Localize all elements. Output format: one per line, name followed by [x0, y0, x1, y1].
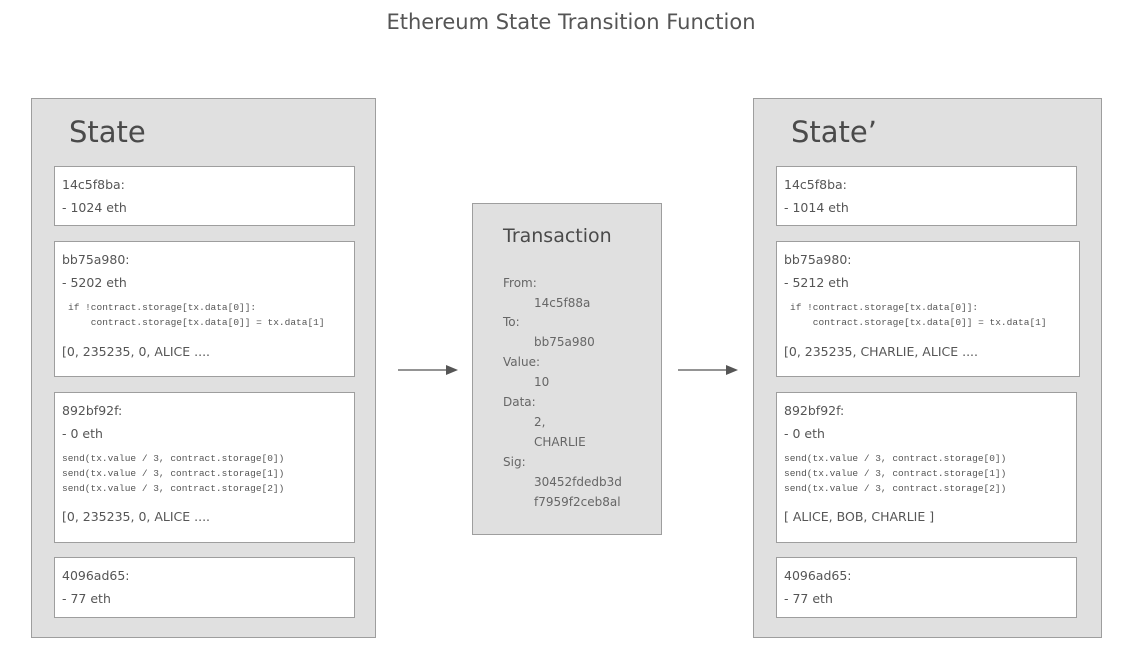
contract-storage: [ ALICE, BOB, CHARLIE ] [784, 509, 935, 524]
account-address: 14c5f8ba: [784, 177, 847, 192]
contract-storage: [0, 235235, CHARLIE, ALICE .... [784, 344, 978, 359]
tx-sig-label: Sig: [503, 455, 526, 469]
account-balance: - 0 eth [62, 426, 103, 441]
tx-data-value: CHARLIE [534, 435, 586, 449]
account-892bf92f: 892bf92f: - 0 eth send(tx.value / 3, con… [54, 392, 355, 543]
account-balance: - 1014 eth [784, 200, 849, 215]
account-balance: - 5212 eth [784, 275, 849, 290]
transaction-panel: Transaction From: 14c5f88a To: bb75a980 … [472, 203, 662, 535]
state-after-panel: State’ 14c5f8ba: - 1014 eth bb75a980: - … [753, 98, 1102, 638]
account-address: 4096ad65: [784, 568, 852, 583]
state-after-title: State’ [791, 115, 877, 149]
state-before-panel: State 14c5f8ba: - 1024 eth bb75a980: - 5… [31, 98, 376, 638]
account-address: 892bf92f: [784, 403, 845, 418]
account-address: 4096ad65: [62, 568, 130, 583]
account-address: 892bf92f: [62, 403, 123, 418]
contract-storage: [0, 235235, 0, ALICE .... [62, 344, 211, 359]
account-892bf92f: 892bf92f: - 0 eth send(tx.value / 3, con… [776, 392, 1077, 543]
tx-value-label: Value: [503, 355, 540, 369]
tx-data-value: 2, [534, 415, 546, 429]
tx-data-label: Data: [503, 395, 536, 409]
arrow-right-icon [678, 365, 738, 375]
account-balance: - 77 eth [62, 591, 111, 606]
state-before-title: State [69, 115, 146, 149]
account-14c5f8ba: 14c5f8ba: - 1024 eth [54, 166, 355, 226]
account-4096ad65: 4096ad65: - 77 eth [776, 557, 1077, 618]
arrow-right-icon [398, 365, 458, 375]
tx-value-value: 10 [534, 375, 550, 389]
tx-from-value: 14c5f88a [534, 296, 591, 310]
tx-sig-value: f7959f2ceb8al [534, 495, 621, 509]
account-address: bb75a980: [784, 252, 852, 267]
account-balance: - 0 eth [784, 426, 825, 441]
tx-to-value: bb75a980 [534, 335, 595, 349]
account-balance: - 1024 eth [62, 200, 127, 215]
contract-code: send(tx.value / 3, contract.storage[0]) … [784, 453, 1007, 494]
account-address: 14c5f8ba: [62, 177, 125, 192]
transaction-title: Transaction [503, 225, 612, 247]
tx-from-label: From: [503, 276, 537, 290]
account-4096ad65: 4096ad65: - 77 eth [54, 557, 355, 618]
account-14c5f8ba: 14c5f8ba: - 1014 eth [776, 166, 1077, 226]
account-address: bb75a980: [62, 252, 130, 267]
contract-storage: [0, 235235, 0, ALICE .... [62, 509, 211, 524]
account-balance: - 5202 eth [62, 275, 127, 290]
tx-sig-value: 30452fdedb3d [534, 475, 622, 489]
account-balance: - 77 eth [784, 591, 833, 606]
contract-code: if !contract.storage[tx.data[0]]: contra… [790, 302, 1047, 328]
account-bb75a980: bb75a980: - 5202 eth if !contract.storag… [54, 241, 355, 377]
account-bb75a980: bb75a980: - 5212 eth if !contract.storag… [776, 241, 1080, 377]
contract-code: if !contract.storage[tx.data[0]]: contra… [68, 302, 325, 328]
diagram-title: Ethereum State Transition Function [386, 10, 756, 34]
tx-to-label: To: [503, 315, 520, 329]
contract-code: send(tx.value / 3, contract.storage[0]) … [62, 453, 285, 494]
